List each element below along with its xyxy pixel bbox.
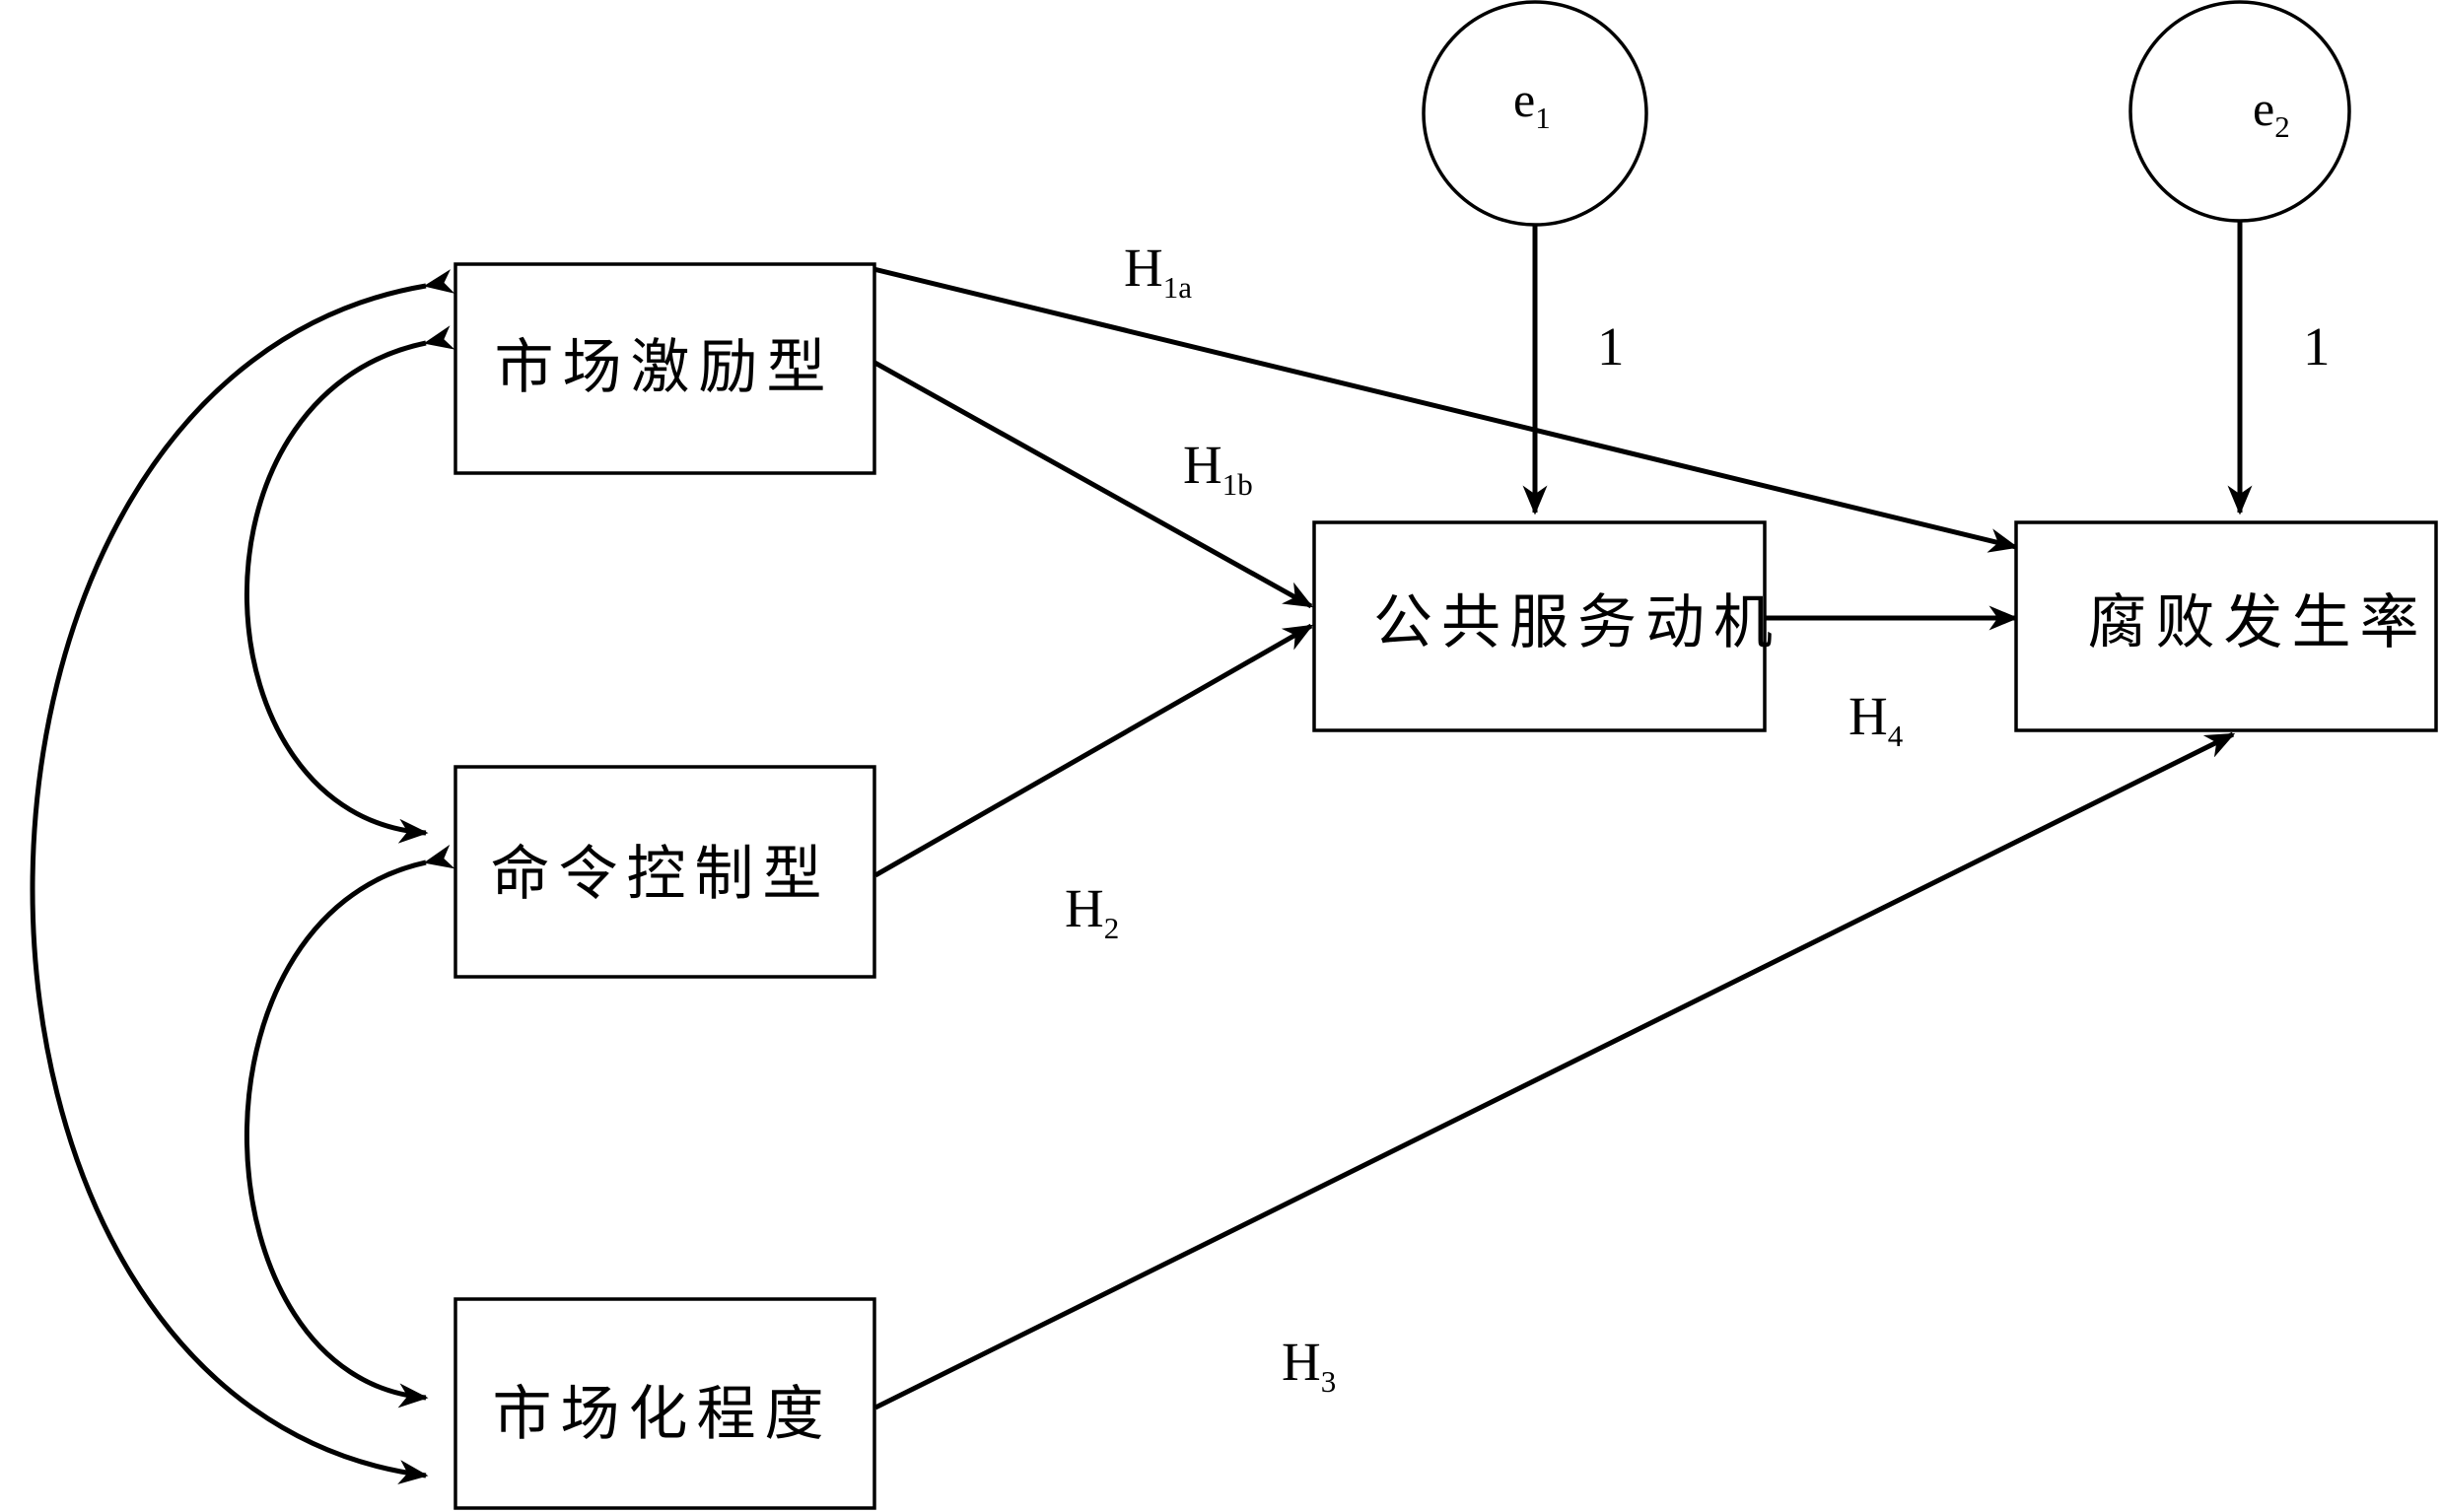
node-label-market-incentive: 市场激励型: [495, 333, 835, 402]
path-h1b-arrow: [868, 357, 1314, 609]
correlation-arc-market-incentive-marketization: [30, 269, 455, 1484]
hypothesis-label-h3: H3: [1282, 1332, 1336, 1399]
path-h3-arrow: [873, 731, 2236, 1410]
error-label-e2: e2: [2253, 81, 2290, 144]
node-label-marketization: 市场化程度: [493, 1380, 833, 1449]
error-label-e1: e1: [1513, 72, 1551, 135]
box-marketization: [453, 1297, 876, 1510]
path-h1a-arrow: [869, 265, 2019, 553]
correlation-arc-command-marketization: [244, 844, 455, 1409]
hypothesis-label-h1a: H1a: [1124, 238, 1192, 305]
correlation-arc-market-incentive-command: [244, 325, 455, 844]
path-h2-arrow: [873, 623, 1314, 878]
node-label-corruption-rate: 腐败发生率: [2088, 588, 2428, 657]
weight-label-e1: 1: [1597, 316, 1625, 377]
node-label-command-control: 命令控制型: [491, 840, 831, 909]
weight-label-e2: 1: [2303, 316, 2331, 377]
error-circle-e2: [2128, 0, 2351, 223]
hypothesis-label-h2: H2: [1065, 878, 1119, 945]
box-market-incentive: [453, 262, 876, 475]
box-command-control: [453, 765, 876, 979]
hypothesis-label-h4: H4: [1848, 686, 1904, 753]
node-label-public-service-motivation: 公共服务动机: [1373, 588, 1781, 657]
box-corruption-rate: [2014, 520, 2438, 732]
hypothesis-label-h1b: H1b: [1183, 435, 1253, 502]
box-public-service-motivation: [1312, 520, 1767, 732]
error-circle-e1: [1422, 0, 1648, 227]
